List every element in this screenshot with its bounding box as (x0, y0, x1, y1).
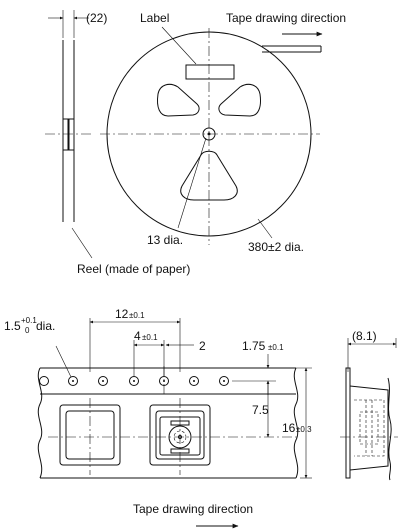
hub-dim-leader (177, 137, 207, 229)
direction-label-bottom: Tape drawing direction (133, 502, 253, 516)
center-dim: 7.5 (252, 403, 269, 417)
tape-side-view (340, 338, 398, 481)
outer-dim-leader (257, 218, 273, 239)
pitch4-main: 4 (134, 329, 141, 343)
hole-dim-main: 1.5 (4, 319, 21, 333)
dim-2: 2 (199, 339, 206, 353)
reel-window-right (218, 83, 261, 117)
hole-tol-minus: 0 (25, 326, 30, 335)
hole-dim-suffix: dia. (36, 319, 55, 333)
reel-material-leader (71, 227, 93, 259)
label-leader (161, 26, 197, 65)
reel-window-bottom (180, 150, 238, 201)
width-dim-main: 16 (282, 421, 296, 435)
reel-front-view (100, 28, 322, 245)
edge-dim-main: 1.75 (242, 339, 266, 353)
pitch12-tol: ±0.1 (129, 311, 145, 320)
reel-label-box (185, 64, 235, 80)
outer-dim-label: 380±2 dia. (248, 240, 304, 254)
width-dim-tol: ±0.3 (296, 425, 312, 434)
pitch4-tol: ±0.1 (142, 333, 158, 342)
reel-side-view: (22) (45, 10, 107, 222)
pitch12-main: 12 (115, 307, 129, 321)
edge-dim-tol: ±0.1 (268, 343, 284, 352)
reel-window-left (157, 83, 200, 117)
tape-dimensions (55, 318, 312, 479)
label-callout: Label (140, 11, 169, 25)
hub-dim-label: 13 dia. (147, 233, 183, 247)
reel-width-dim: (22) (86, 11, 107, 25)
reel-material-label: Reel (made of paper) (77, 262, 190, 276)
depth-dim: (8.1) (352, 329, 377, 343)
tape-top-view (37, 366, 299, 479)
direction-label-top: Tape drawing direction (226, 11, 346, 25)
hole-tol-plus: +0.1 (21, 316, 37, 325)
